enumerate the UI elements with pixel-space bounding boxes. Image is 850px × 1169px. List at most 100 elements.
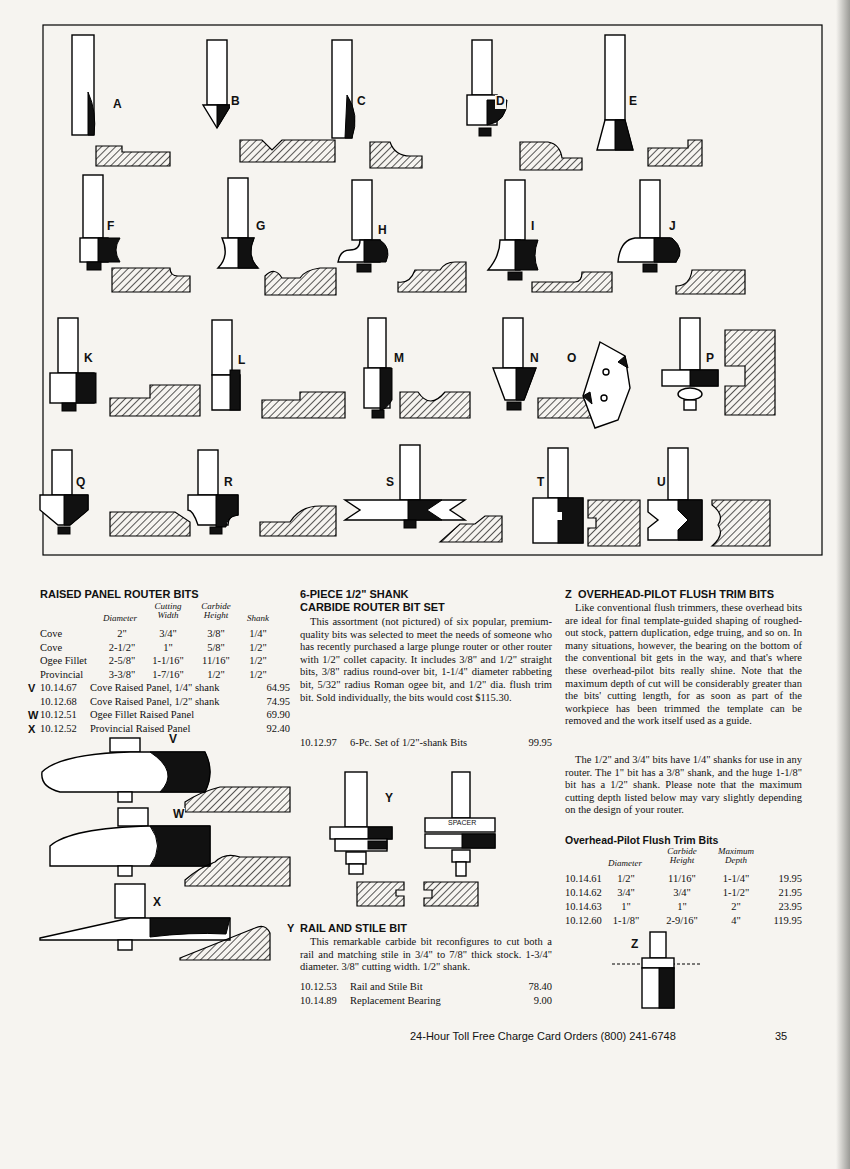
router-bit-part [654,238,680,262]
cutter-knife-part [601,395,607,401]
table-cell: 5/8" [194,642,238,654]
table-cell: 3/8" [194,628,238,640]
raised-panel-bit-part [118,792,132,802]
bit-letter: X [152,896,162,910]
router-bit-part [88,92,95,135]
price-cell: 74.95 [250,696,290,708]
bit-letter: D [495,95,506,109]
footer-text: 24-Hour Toll Free Charge Card Orders (80… [410,1030,740,1043]
bit-letter: E [628,95,638,109]
table-cell: 11/16" [658,873,706,885]
table-cell: 10.12.68 [40,696,90,708]
table-cell: 1/2" [238,655,278,667]
bit-letter: N [529,352,540,366]
router-bit-part [64,495,88,525]
rail-stile-bit [330,772,495,906]
body-text: This remarkable carbide bit reconfigures… [300,936,552,974]
router-bit-part [676,270,745,294]
table-cell: 1-1/2" [712,887,760,899]
router-bit-part [548,448,568,498]
router-bit-part [218,238,258,268]
bit-letter: M [393,352,405,366]
item-letter: Y [287,922,299,935]
raised-panel-bit-part [50,826,210,866]
column-header: Maximum Depth [712,847,760,865]
raised-panel-bit-part [110,738,140,752]
router-bit [338,180,466,292]
router-bit [50,318,200,416]
rail-stile-bit-part [346,852,366,864]
router-bit-part [556,512,562,520]
table-cell: 10.14.62 [565,887,610,899]
bit-letter: R [223,476,234,490]
table-cell: 4" [712,915,760,927]
bit-letter: S [385,476,395,490]
router-bit-part [198,450,218,495]
router-bit-part [533,498,583,543]
price-cell: 21.95 [762,887,802,899]
table-cell: Cove [40,642,100,654]
table-cell: 10.14.63 [565,901,610,913]
rail-stile-bit-part [462,834,495,848]
bit-letter: P [705,352,715,366]
router-bit-part [240,140,335,162]
router-bit-part [404,520,416,528]
router-bit-part [597,120,633,150]
router-bit [218,178,336,295]
table-cell: 3-3/8" [96,669,148,681]
page-gutter [836,0,850,1169]
rail-stile-bit-part [425,834,495,848]
router-bit-part [98,238,120,262]
table-cell: 1-1/4" [712,873,760,885]
body-text: This assortment (not pictured) of six po… [300,616,552,704]
router-bit-part [372,410,384,418]
column-header: Carbide Height [660,847,704,865]
bit-letter: C [356,95,367,109]
router-bit [467,40,582,170]
part-label: SPACER [447,819,477,827]
table-cell: 6-Pc. Set of 1/2"-shank Bits [350,737,510,749]
router-bit [332,40,422,168]
router-bit-part [87,262,101,270]
router-bit [40,450,190,536]
section-heading: OVERHEAD-PILOT FLUSH TRIM BITS [578,588,808,601]
router-bit-part [345,500,465,520]
bit-letter: F [106,220,115,234]
router-bit-part [400,392,470,418]
router-bit-part [400,445,420,500]
router-bit-part [680,318,700,370]
price-cell: 19.95 [762,873,802,885]
router-bit-part [472,40,492,95]
rail-stile-bit-part [424,882,478,906]
price-cell: 92.40 [250,723,290,735]
bit-letter: K [83,352,94,366]
rail-stile-bit-part [335,839,387,851]
column-header: Diameter [600,859,650,868]
rail-stile-bit-part [452,772,470,818]
bit-letter: J [668,220,677,234]
rail-stile-bit-part [330,827,392,839]
raised-panel-bit-part [185,787,290,812]
router-bit-part [368,318,386,368]
table-cell: 1/4" [238,628,278,640]
table-cell: Cove Raised Panel, 1/2" shank [90,696,250,708]
bit-letter: O [566,352,577,366]
router-bit-part [110,512,190,536]
price-cell: 9.00 [510,995,552,1007]
rail-stile-bit-part [349,864,363,874]
bit-letter: L [237,354,246,368]
router-bit-part [265,268,336,295]
raised-panel-bit-part [115,884,145,918]
router-bit-part [352,180,372,240]
router-bit-part [216,495,238,527]
router-bit-part [684,400,696,410]
raised-panel-bit-part [118,866,132,876]
router-bit-part [217,105,231,128]
router-bit-part [52,450,72,495]
router-bit [533,448,640,546]
router-bit [493,318,598,418]
illustration-frame [43,25,822,555]
flush-trim-bit-part [650,932,666,958]
bit-letter: Q [75,476,86,490]
